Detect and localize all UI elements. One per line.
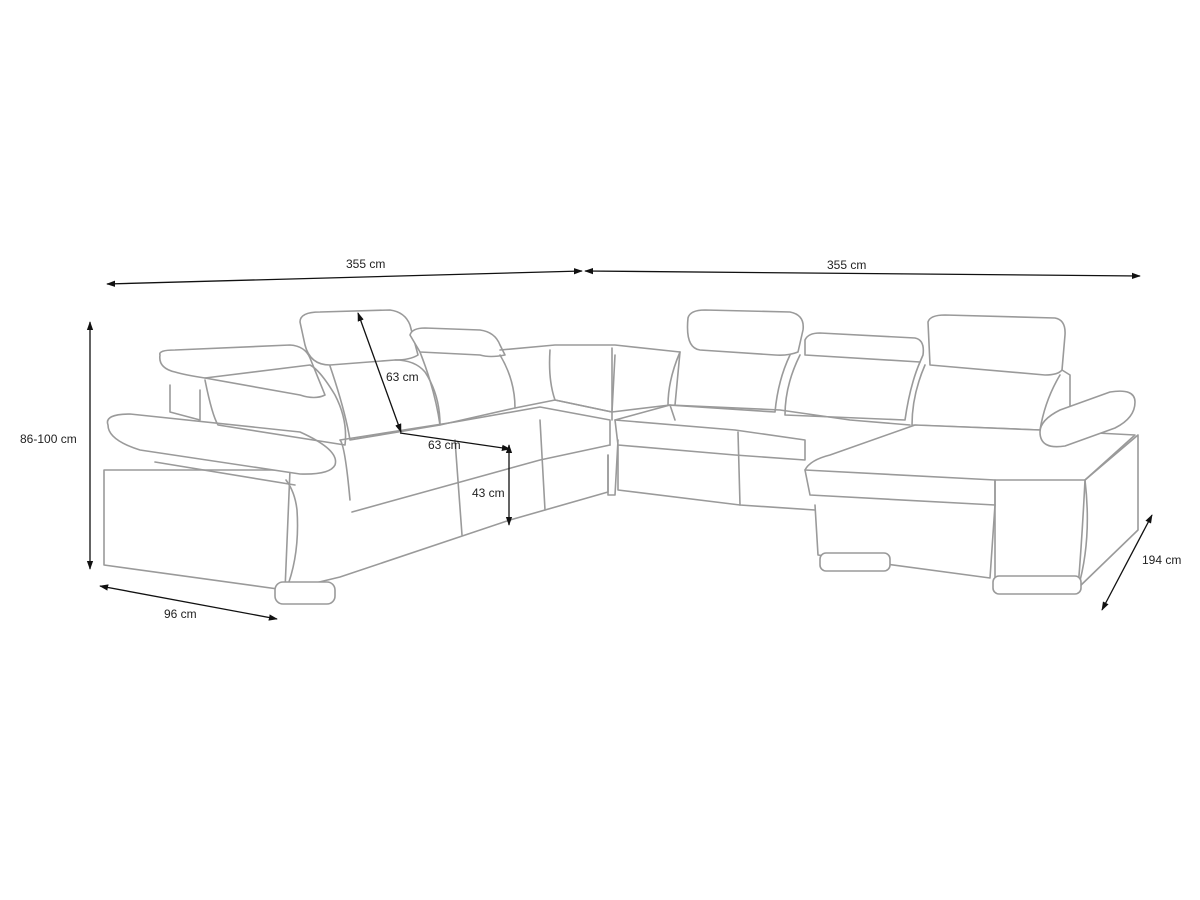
left-outer-headrest-post [169,384,201,421]
chaise-base [814,504,996,579]
right-headrest-1 [686,309,805,356]
left-headrest-2 [299,309,419,366]
chaise-foot-1 [819,552,891,572]
left-armrest-pad [106,413,337,475]
dim-line-chaise-depth [1101,514,1153,611]
chaise-foot-2 [992,575,1082,595]
left-seat-divider-2 [539,419,546,511]
chaise-arm-curve [1077,479,1089,589]
corner-back [499,344,681,406]
left-seat-lower-line [351,444,611,513]
dim-line-top-right [584,267,1141,280]
dimension-labels: 355 cm 355 cm 86-100 cm 96 cm 194 cm 63 … [20,257,1181,621]
right-armrest-pad [1039,390,1136,448]
label-seat-height: 43 cm [472,486,505,500]
left-arm-side [154,461,296,486]
right-seat-cushion-front [614,419,806,461]
left-outer-headrest [158,344,326,399]
dimension-lines [86,267,1153,621]
right-back-cushion-2 [784,354,921,421]
left-foot [274,581,336,605]
left-seat-divider-1 [454,439,463,536]
left-back-cushion-3 [419,351,516,426]
left-back-cushion-2 [329,359,441,441]
left-seat-cushion-front [339,406,611,501]
corner-base [607,439,619,496]
dim-line-seat-depth [399,432,511,451]
right-back-post [1061,369,1071,421]
corner-back-cushion [548,349,616,413]
right-back-cushion-1 [667,351,791,413]
label-backrest-height: 63 cm [386,370,419,384]
label-height: 86-100 cm [20,432,77,446]
label-chaise-depth: 194 cm [1142,553,1181,567]
dim-line-top-left [106,268,583,287]
left-seat-base [285,454,609,591]
right-headrest-2 [804,332,925,363]
corner-seat [514,399,676,421]
corner-sofa-drawing [103,309,1139,605]
left-arm-base [103,469,291,591]
label-top-right-width: 355 cm [827,258,866,272]
left-back-cushion-1 [204,364,347,446]
right-seat-base [617,444,816,511]
label-seat-depth: 63 cm [428,438,461,452]
label-top-left-width: 355 cm [346,257,385,271]
right-seat-divider [737,431,741,506]
left-headrest-3 [409,327,506,358]
left-arm-front-curve [285,479,299,591]
right-headrest-3 [927,314,1066,376]
label-depth-left: 96 cm [164,607,197,621]
dim-line-depth-left [99,584,278,621]
right-seat-top [614,404,911,426]
dim-line-backrest [357,312,402,433]
